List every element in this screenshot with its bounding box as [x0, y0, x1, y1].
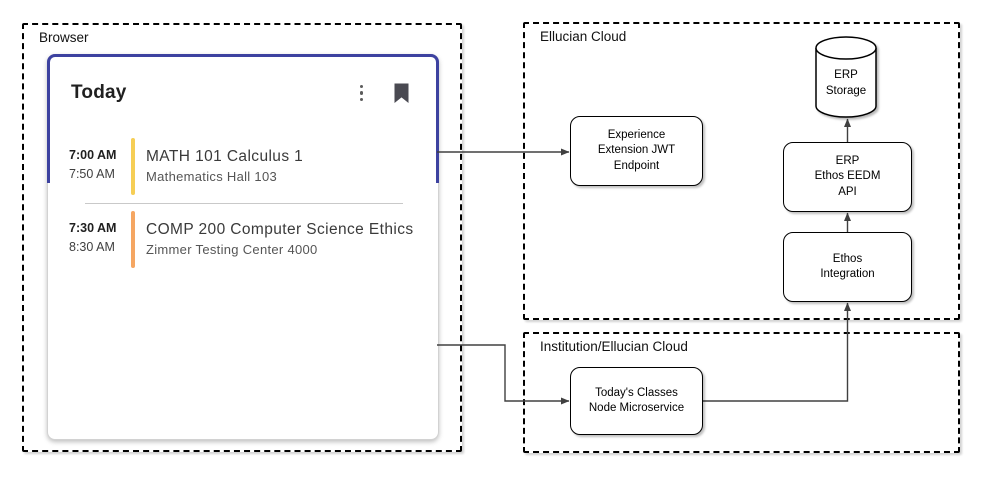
start-time: 7:00 AM [69, 148, 117, 162]
item-times: 7:00 AM 7:50 AM [69, 138, 127, 195]
item-texts: MATH 101 Calculus 1 Mathematics Hall 103 [135, 138, 303, 195]
course-color-bar [131, 138, 135, 195]
course-color-bar [131, 211, 135, 268]
node-todays-classes-microservice: Today's Classes Node Microservice [570, 367, 703, 435]
institution-cloud-label: Institution/Ellucian Cloud [540, 339, 688, 354]
end-time: 7:50 AM [69, 167, 115, 181]
node-erp-eedm-api: ERP Ethos EEDM API [783, 142, 912, 212]
course-title: COMP 200 Computer Science Ethics [146, 221, 414, 238]
card-header: Today [48, 55, 438, 108]
course-title: MATH 101 Calculus 1 [146, 148, 304, 165]
node-ethos-integration: Ethos Integration [783, 232, 912, 302]
schedule-item: 7:30 AM 8:30 AM COMP 200 Computer Scienc… [69, 211, 438, 268]
list-divider [85, 203, 403, 204]
card-header-icons [358, 83, 412, 104]
item-texts: COMP 200 Computer Science Ethics Zimmer … [135, 211, 414, 268]
end-time: 8:30 AM [69, 240, 115, 254]
schedule-list: 7:00 AM 7:50 AM MATH 101 Calculus 1 Math… [48, 138, 438, 268]
ellucian-cloud-label: Ellucian Cloud [540, 29, 627, 44]
card-title: Today [71, 82, 127, 103]
browser-label: Browser [39, 30, 89, 45]
erp-storage-label: ERP Storage [825, 69, 867, 97]
course-location: Zimmer Testing Center 4000 [146, 242, 318, 257]
schedule-item: 7:00 AM 7:50 AM MATH 101 Calculus 1 Math… [69, 138, 438, 195]
bookmark-icon[interactable] [392, 83, 411, 104]
item-times: 7:30 AM 8:30 AM [69, 211, 127, 268]
kebab-menu-icon[interactable] [358, 83, 366, 104]
start-time: 7:30 AM [69, 221, 117, 235]
erp-storage-cylinder: ERP Storage [815, 36, 877, 118]
node-jwt-endpoint: Experience Extension JWT Endpoint [570, 116, 703, 186]
browser-container: Browser Today [22, 23, 462, 452]
course-location: Mathematics Hall 103 [146, 169, 277, 184]
today-card: Today 7:00 AM 7:50 AM [47, 54, 439, 440]
